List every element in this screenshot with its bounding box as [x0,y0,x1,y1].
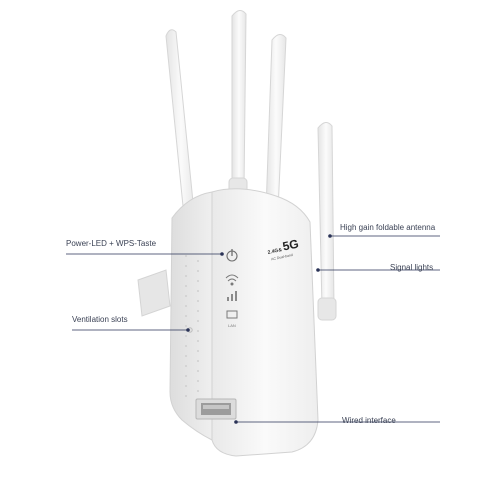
ventilation-slots [185,255,199,402]
power-plug [137,269,171,317]
antenna-right [317,122,337,321]
callout-signal-lights: Signal lights [390,263,434,272]
antenna-center-right [261,34,287,221]
callout-antenna: High gain foldable antenna [340,223,436,232]
band-number: 5G [281,237,300,254]
callout-wired-interface: Wired interface [342,416,396,425]
callout-power-led-wps: Power-LED + WPS-Taste [66,239,157,248]
lan-port-icon: LAN [226,310,238,328]
ethernet-port [195,398,237,420]
device-front [211,188,319,457]
lan-label: LAN [228,323,236,328]
callout-ventilation: Ventilation slots [72,315,128,324]
callout-lines [66,234,440,424]
wifi-icon [225,274,239,286]
signal-icon [227,291,237,301]
band-sub: AC Dual-band [271,253,293,261]
power-icon [226,249,238,262]
band-badge: 2.4G& 5G AC Dual-band [267,237,300,262]
band-prefix: 2.4G& [267,247,283,256]
antenna-center-left [228,10,248,201]
